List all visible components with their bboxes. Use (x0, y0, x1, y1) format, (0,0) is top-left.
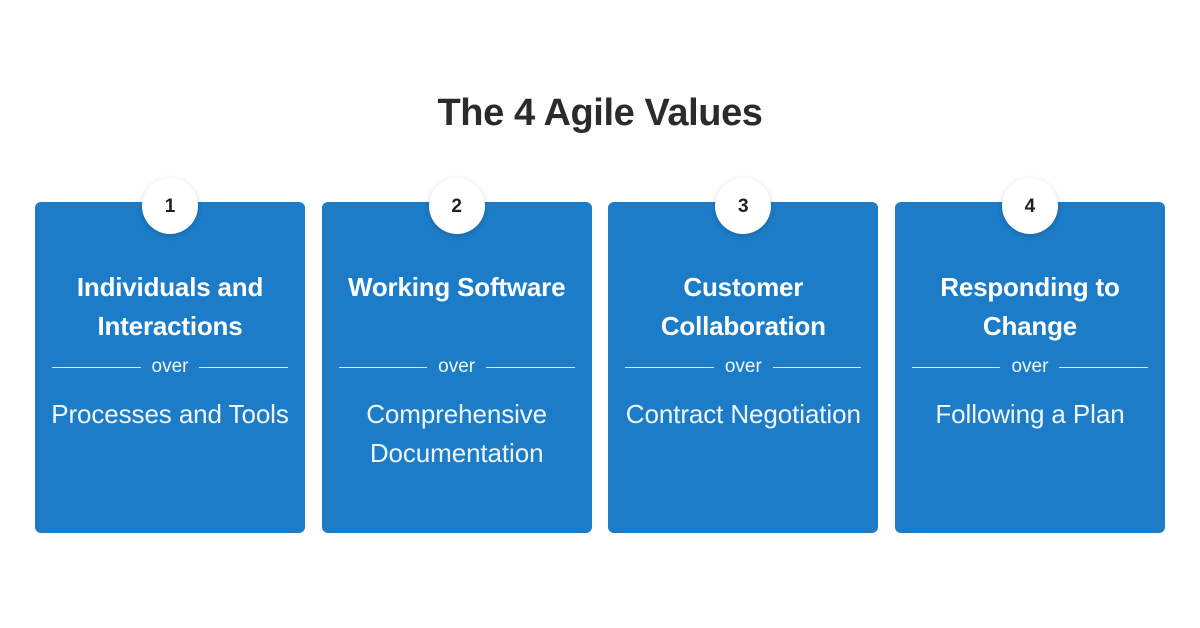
divider-rule-left (338, 366, 428, 368)
card-heading: Responding to Change (940, 272, 1120, 341)
over-divider: over (911, 356, 1148, 378)
divider-label: over (724, 356, 762, 377)
divider-label: over (438, 356, 476, 377)
value-card-2: 2 Working Software over Comprehensive Do… (321, 178, 592, 533)
value-card-4: 4 Responding to Change over Following a … (894, 178, 1165, 533)
over-divider: over (338, 356, 575, 378)
divider-rule-right (199, 366, 288, 368)
over-divider: over (625, 356, 862, 378)
card-number-badge: 3 (715, 178, 772, 234)
card-heading: Individuals and Interactions (76, 272, 264, 341)
divider-rule-right (1059, 366, 1148, 368)
value-card-1: 1 Individuals and Interactions over Proc… (35, 178, 305, 533)
card-heading: Customer Collaboration (660, 272, 826, 341)
divider-label: over (151, 356, 189, 377)
divider-rule-right (486, 366, 575, 368)
card-number-badge: 4 (1001, 178, 1058, 234)
divider-rule-left (625, 366, 714, 368)
card-subtext: Contract Negotiation (625, 399, 861, 429)
divider-rule-right (772, 366, 862, 368)
divider-rule-left (911, 366, 1001, 368)
card-subtext: Comprehensive Documentation (366, 399, 548, 468)
card-number-badge: 1 (142, 178, 198, 234)
page-title: The 4 Agile Values (437, 92, 763, 134)
card-number-badge: 2 (428, 178, 485, 234)
divider-label: over (1011, 356, 1049, 377)
divider-rule-left (52, 366, 141, 368)
over-divider: over (52, 356, 288, 378)
card-subtext: Processes and Tools (51, 399, 289, 429)
value-card-3: 3 Customer Collaboration over Contract N… (608, 178, 879, 533)
card-subtext: Following a Plan (935, 399, 1125, 429)
value-card-row: 1 Individuals and Interactions over Proc… (35, 178, 1165, 533)
card-heading: Working Software (347, 272, 566, 302)
